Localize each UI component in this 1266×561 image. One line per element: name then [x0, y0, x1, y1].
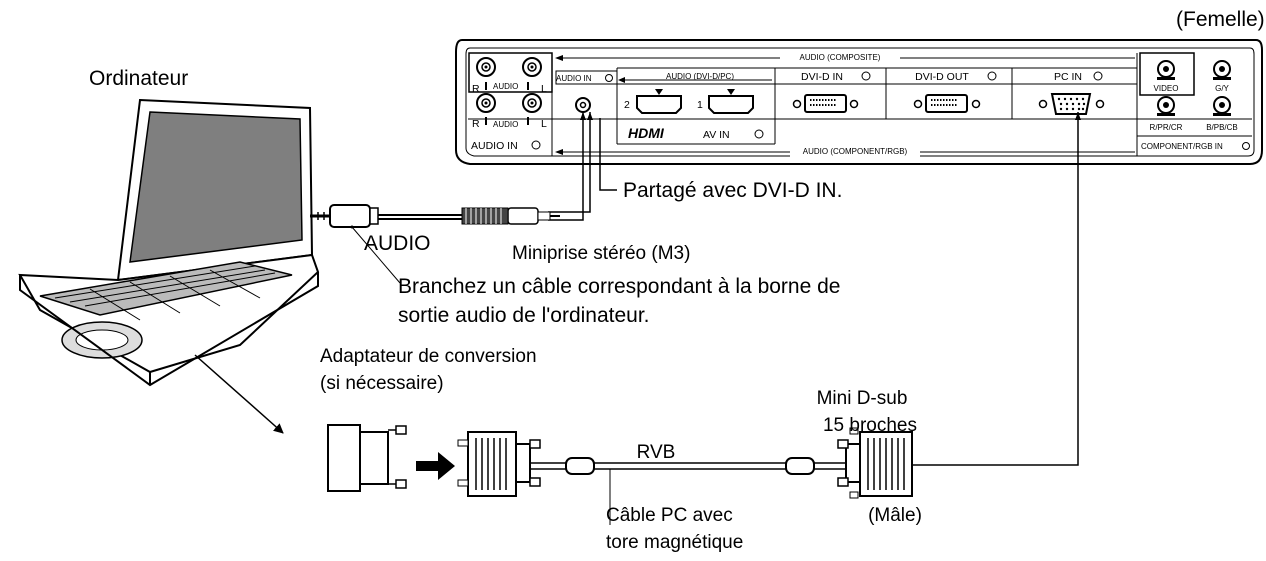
component-rgb-in-label: COMPONENT/RGB IN [1141, 142, 1223, 151]
dvi-port-icon [792, 94, 859, 113]
audio-small-label: AUDIO [493, 82, 518, 91]
audio-in-label: AUDIO IN [556, 74, 592, 83]
rca-jack-icon [476, 93, 496, 113]
audio-in-jack [575, 97, 591, 113]
r-label-2: R [472, 118, 480, 130]
femelle-label: (Femelle) [1176, 8, 1265, 31]
cable-line1: Câble PC avec [606, 505, 733, 526]
rca-jack-icon [522, 57, 542, 77]
pc-in-label: PC IN [1054, 71, 1082, 83]
adapter-icon [327, 424, 407, 492]
video-label: VIDEO [1154, 84, 1179, 93]
rca-jack-icon [522, 93, 542, 113]
branchez-line2: sortie audio de l'ordinateur. [398, 304, 650, 327]
input-arrow-icon [861, 71, 871, 81]
rvb-label: RVB [637, 442, 676, 463]
rprcr-label: R/PR/CR [1150, 123, 1183, 132]
mini-jack-plug-icon [310, 204, 379, 228]
hdmi-port-icon [708, 89, 754, 114]
r-label: R [472, 83, 480, 95]
male-label: (Mâle) [868, 505, 922, 526]
laptop-to-adapter-arrow [194, 354, 284, 434]
hdmi-1-label: 1 [697, 99, 703, 111]
av-in-label: AV IN [703, 129, 730, 141]
dvi-port-icon [913, 94, 981, 113]
l-label: L [541, 83, 547, 95]
vga-plug-icon [837, 427, 913, 499]
adaptateur-line2: (si nécessaire) [320, 373, 444, 394]
bpbcb-label: B/PB/CB [1206, 123, 1238, 132]
audio-cable [310, 112, 617, 284]
input-arrow-icon [754, 129, 764, 139]
hdmi-2-label: 2 [624, 99, 630, 111]
vga-plug-icon [457, 431, 541, 497]
audio-small-label-2: AUDIO [493, 120, 518, 129]
partage-label: Partagé avec DVI-D IN. [623, 179, 842, 202]
laptop-icon [18, 98, 320, 387]
output-arrow-icon [987, 71, 997, 81]
hdmi-logo: HDMI [628, 125, 665, 141]
rear-panel: AUDIO (COMPOSITE) AUDIO (COMPONENT/RGB) … [455, 39, 1263, 165]
audio-dvid-pc-label: AUDIO (DVI-D/PC) [666, 72, 734, 81]
ordinateur-label: Ordinateur [89, 67, 188, 90]
vga-port-icon [1038, 93, 1105, 115]
dvid-out-label: DVI-D OUT [915, 71, 969, 83]
input-arrow-icon [1093, 71, 1103, 81]
output-arrow-icon [555, 55, 563, 61]
cable-line2: tore magnétique [606, 532, 743, 553]
audio-composite-label: AUDIO (COMPOSITE) [800, 53, 881, 62]
hdmi-port-icon [636, 89, 682, 114]
audio-label: AUDIO [364, 232, 431, 255]
pc-cable [327, 112, 1081, 525]
audio-in-bottom-label: AUDIO IN [471, 140, 518, 152]
rca-jack-icon [476, 57, 496, 77]
ferrite-core-icon [565, 457, 595, 475]
minidsub-line2: 15 broches [823, 415, 917, 436]
rca-jack-icon [1157, 96, 1175, 116]
input-arrow-icon [605, 74, 613, 82]
mini-jack-plug-icon [461, 207, 560, 225]
l-label-2: L [541, 118, 547, 130]
rca-jack-icon [1213, 60, 1231, 80]
connect-arrow-icon [416, 452, 455, 480]
input-arrow-icon [531, 140, 541, 150]
minidsub-line1: Mini D-sub [817, 388, 908, 409]
ferrite-core-icon [785, 457, 815, 475]
gy-label: G/Y [1215, 84, 1229, 93]
dvid-in-label: DVI-D IN [801, 71, 843, 83]
rca-jack-icon [1213, 96, 1231, 116]
audio-component-label: AUDIO (COMPONENT/RGB) [803, 147, 908, 156]
input-arrow-icon [1242, 142, 1250, 150]
miniprise-label: Miniprise stéréo (M3) [512, 243, 690, 264]
branchez-line1: Branchez un câble correspondant à la bor… [398, 275, 840, 298]
rca-jack-icon [1157, 60, 1175, 80]
adaptateur-line1: Adaptateur de conversion [320, 346, 537, 367]
